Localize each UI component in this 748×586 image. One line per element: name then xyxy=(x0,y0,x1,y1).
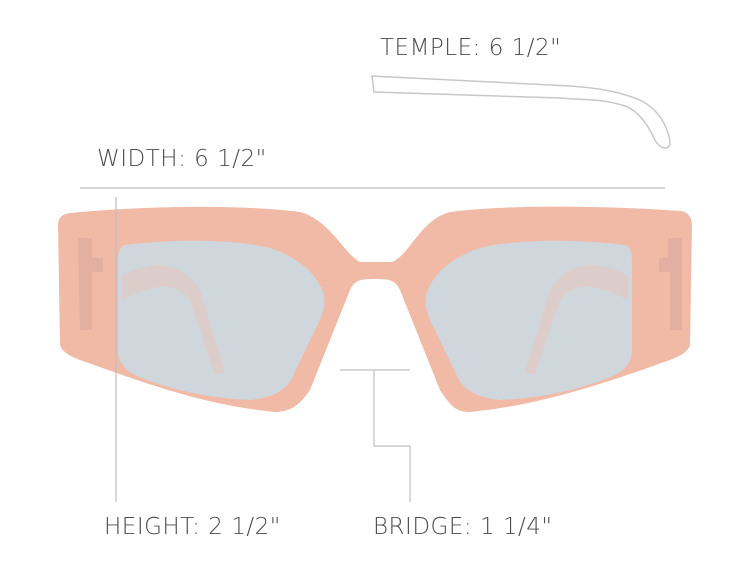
width-label: WIDTH: 6 1/2" xyxy=(97,146,267,172)
bridge-label: BRIDGE: 1 1/4" xyxy=(373,514,553,540)
right-hinge xyxy=(659,238,682,330)
left-inner-temple xyxy=(122,265,225,375)
bridge-leader-line xyxy=(373,370,411,502)
right-inner-temple xyxy=(525,265,628,375)
temple-label: TEMPLE: 6 1/2" xyxy=(380,35,562,61)
temple-arm-outline xyxy=(371,75,671,149)
left-hinge xyxy=(78,238,103,330)
height-label: HEIGHT: 2 1/2" xyxy=(104,514,281,540)
